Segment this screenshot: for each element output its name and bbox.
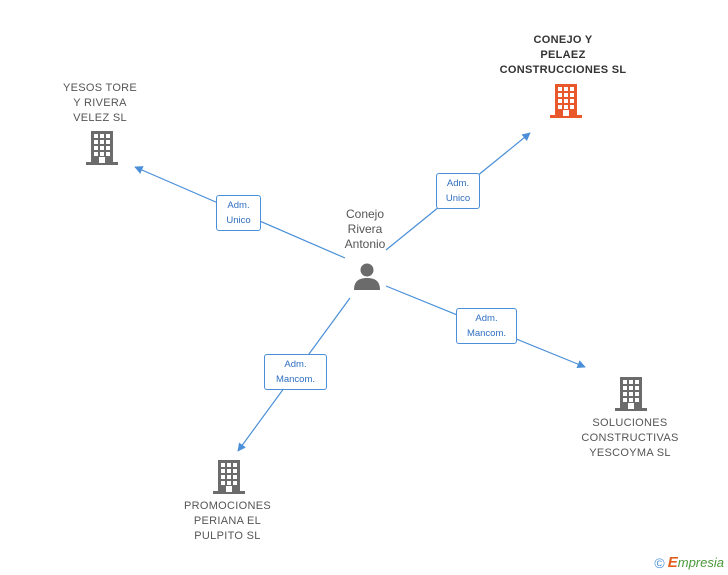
copyright-icon: © [654, 554, 665, 571]
company-label-conejo[interactable]: CONEJO Y PELAEZ CONSTRUCCIONES SL [499, 34, 627, 76]
building-icon[interactable] [550, 84, 582, 118]
company-label-promociones[interactable]: PROMOCIONES PERIANA EL PULPITO SL [183, 500, 272, 542]
person-icon[interactable] [352, 261, 382, 291]
building-icon[interactable] [615, 377, 647, 411]
company-label-yesos[interactable]: YESOS TORE Y RIVERA VELEZ SL [62, 82, 138, 124]
relation-label-yesos[interactable]: Adm. Unico [216, 195, 261, 231]
person-name[interactable]: Conejo Rivera Antonio [344, 207, 386, 251]
relation-label-soluciones[interactable]: Adm. Mancom. [456, 308, 517, 344]
building-icon[interactable] [86, 131, 118, 165]
company-label-soluciones[interactable]: SOLUCIONES CONSTRUCTIVAS YESCOYMA SL [581, 417, 679, 459]
footer-brand: © Empresia [654, 554, 724, 571]
relation-label-conejo[interactable]: Adm. Unico [436, 173, 480, 209]
relation-label-promociones[interactable]: Adm. Mancom. [264, 354, 327, 390]
brand-logo[interactable]: Empresia [667, 554, 724, 571]
building-icon[interactable] [213, 460, 245, 494]
